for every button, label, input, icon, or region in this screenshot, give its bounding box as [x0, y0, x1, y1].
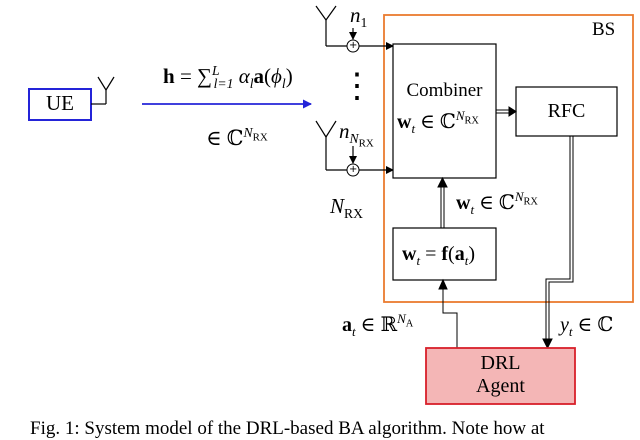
- drl-label: DRL: [480, 352, 521, 374]
- combiner-space-symbol: ℂ: [439, 111, 456, 133]
- nrx-label: NRX: [330, 194, 363, 222]
- channel-space-symbol: ℂ: [226, 126, 244, 150]
- noise-1-sub: 1: [360, 15, 368, 31]
- ue-label: UE: [46, 91, 74, 115]
- adder-n-plus: +: [349, 164, 358, 175]
- a-exp-sub: A: [405, 318, 414, 330]
- channel-space-exp-sub: RX: [252, 131, 268, 144]
- rfc-to-drl-arrow: [542, 136, 574, 350]
- rfc-box: [515, 86, 618, 137]
- a-exp: N: [397, 311, 406, 327]
- bs-container: [383, 14, 634, 303]
- combiner-label: Combiner: [406, 80, 483, 101]
- figure-caption: Fig. 1: System model of the DRL-based BA…: [30, 418, 545, 439]
- combiner-exp: N: [455, 108, 465, 124]
- channel-sum-lower: l=1: [213, 76, 234, 92]
- agent-label: Agent: [476, 375, 525, 397]
- w-space-symbol: ℂ: [498, 192, 515, 214]
- combiner-box: [392, 43, 497, 179]
- weight-signal-label: wt ∈ ℂNRX: [456, 189, 538, 217]
- w-exp-sub: RX: [523, 196, 538, 208]
- nrx-sub: RX: [344, 206, 363, 222]
- noise-1-label: n1: [350, 3, 368, 31]
- action-label: at ∈ ℝNA: [342, 311, 414, 339]
- channel-formula: h = ∑Ll=1 αla(ϕl): [163, 63, 293, 92]
- antenna-vdots: ⋮: [340, 68, 374, 105]
- channel-space-exp: N: [243, 125, 253, 140]
- ue-antenna-icon: [91, 76, 115, 105]
- beamformer-box: [392, 227, 497, 281]
- noise-n-label: nNRX: [339, 119, 374, 150]
- observation-label: yt ∈ ℂ: [560, 314, 614, 339]
- rfc-label: RFC: [547, 100, 586, 122]
- channel-space: ∈ ℂNRX: [206, 125, 268, 150]
- w-exp: N: [514, 189, 524, 205]
- noise-n-sub: N: [349, 131, 359, 147]
- bs-label: BS: [592, 19, 616, 40]
- channel-sum-upper: L: [212, 63, 220, 78]
- rx-antenna-1-icon: [315, 5, 347, 47]
- drl-agent-box: [425, 347, 576, 405]
- noise-n-sub2: RX: [358, 137, 374, 150]
- combiner-exp-sub: RX: [464, 115, 479, 127]
- adder-1-plus: +: [349, 40, 358, 51]
- beamformer-to-combiner-arrow: [437, 176, 448, 228]
- combiner-weight: wt ∈ ℂNRX: [397, 108, 479, 136]
- combiner-to-rfc-arrow: [496, 106, 517, 117]
- a-space-symbol: ℝ: [380, 314, 398, 336]
- y-space-symbol: ℂ: [597, 314, 614, 336]
- drl-to-beamformer-arrow: [438, 278, 458, 348]
- beamformer-mapping: wt = f(at): [402, 243, 475, 268]
- rx-antenna-n-icon: [315, 120, 347, 171]
